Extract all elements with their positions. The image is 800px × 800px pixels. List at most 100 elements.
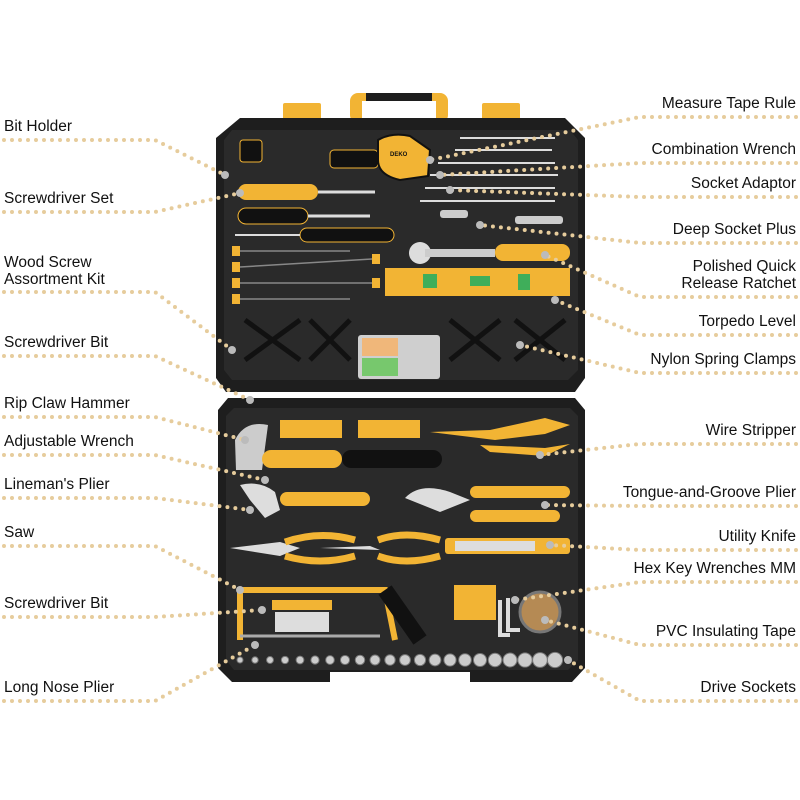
wood-screw-box [358, 335, 440, 379]
bit-holders [280, 420, 420, 438]
leader-line [438, 161, 798, 177]
socket [399, 654, 411, 666]
screwdriver-bits [272, 600, 332, 632]
drive-sockets [236, 651, 564, 669]
right-label: Deep Socket Plus [672, 221, 796, 238]
combination-wrenches [420, 137, 558, 202]
leader-endpoint [246, 506, 254, 514]
leader-endpoint [426, 156, 434, 164]
leader-line [478, 223, 798, 245]
socket [532, 652, 548, 668]
leader-endpoint [261, 476, 269, 484]
socket [413, 653, 427, 667]
right-label: Drive Sockets [700, 679, 796, 696]
socket-adaptor [440, 210, 468, 218]
leader-endpoint [246, 396, 254, 404]
socket [472, 652, 488, 668]
leader-line [2, 453, 267, 482]
leader-endpoint [516, 341, 524, 349]
socket [310, 655, 320, 665]
leader-endpoint [541, 616, 549, 624]
right-label: Utility Knife [718, 528, 796, 545]
socket [487, 652, 503, 668]
leader-line [2, 191, 242, 214]
leader-line [2, 496, 252, 512]
leader-endpoint [476, 221, 484, 229]
utility-knife [445, 538, 570, 554]
precision-screwdrivers [232, 246, 380, 304]
left-label: Lineman's Plier [4, 476, 110, 493]
socket [354, 654, 366, 666]
leader-endpoint [236, 189, 244, 197]
leader-endpoint [511, 596, 519, 604]
leader-endpoint [436, 171, 444, 179]
leader-endpoint [541, 501, 549, 509]
leader-line [553, 298, 798, 337]
left-label: Bit Holder [4, 118, 73, 135]
right-label: PVC Insulating Tape [655, 623, 796, 640]
leader-endpoint [236, 586, 244, 594]
right-label: Tongue-and-Groove Plier [622, 484, 796, 501]
leader-endpoint [258, 606, 266, 614]
left-label: Adjustable Wrench [4, 433, 134, 450]
leader-line [2, 415, 247, 442]
claw-hammer [235, 424, 442, 470]
measure-tape: DEKO [377, 133, 432, 182]
torpedo-level [385, 268, 570, 296]
adjustable-wrench [240, 483, 370, 518]
leader-endpoint [546, 541, 554, 549]
hex-keys [454, 585, 520, 637]
right-label: Torpedo Level [698, 313, 796, 330]
socket [443, 653, 457, 667]
socket [325, 655, 335, 665]
tool-case: DEKO [216, 93, 585, 682]
leader-line [538, 442, 798, 457]
screwdriver-set [235, 139, 395, 243]
leader-endpoint [241, 436, 249, 444]
pliers [230, 531, 441, 565]
leader-line [548, 543, 798, 552]
socket [517, 652, 533, 668]
socket [295, 655, 305, 665]
left-label: Wood Screw Assortment Kit [4, 254, 105, 288]
spring-clamps [243, 317, 567, 363]
socket [236, 656, 244, 664]
socket [251, 656, 259, 664]
leader-endpoint [221, 171, 229, 179]
right-label: Socket Adaptor [690, 175, 796, 192]
deep-socket [515, 216, 563, 224]
left-label: Screwdriver Bit [4, 595, 109, 612]
socket [384, 654, 396, 666]
socket [428, 653, 442, 667]
leader-line [543, 253, 798, 299]
socket [266, 656, 274, 664]
right-label: Combination Wrench [651, 141, 796, 158]
leader-line [2, 138, 227, 177]
hacksaw [237, 585, 427, 645]
leader-endpoint [541, 251, 549, 259]
leader-line [2, 608, 264, 619]
leader-line [513, 580, 798, 602]
leader-line [518, 343, 798, 375]
socket [369, 654, 381, 666]
left-label: Screwdriver Set [4, 190, 114, 207]
socket [339, 654, 351, 666]
right-label: Hex Key Wrenches MM [633, 560, 796, 577]
left-label: Saw [4, 524, 35, 541]
leader-line [2, 354, 252, 402]
socket [546, 651, 564, 669]
leader-endpoint [251, 641, 259, 649]
right-label: Nylon Spring Clamps [650, 351, 796, 368]
leader-endpoint [536, 451, 544, 459]
socket [458, 653, 472, 667]
tongue-groove-plier [405, 486, 570, 522]
leader-endpoint [228, 346, 236, 354]
left-label: Screwdriver Bit [4, 334, 109, 351]
ratchet [409, 242, 570, 264]
leader-line [2, 544, 242, 592]
leader-lines [2, 115, 798, 703]
right-label: Measure Tape Rule [661, 95, 796, 112]
left-label: Rip Claw Hammer [4, 395, 130, 412]
right-label: Polished Quick Release Ratchet [681, 258, 796, 292]
